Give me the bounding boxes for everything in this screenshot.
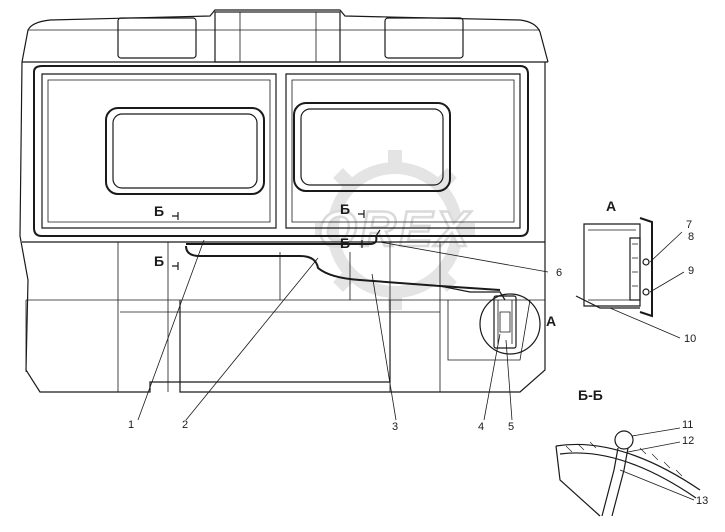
view-a-ref-label: А [546,313,556,329]
lamp-housing [493,295,517,349]
callout-2: 2 [182,419,188,431]
callout-5: 5 [508,421,514,433]
cab-rear-view [19,9,549,393]
section-b-label-1: Б [154,203,164,219]
callout-8: 8 [688,231,694,243]
callout-12: 12 [682,435,694,447]
section-view-bb: Б-Б 11 12 13 [555,387,708,517]
section-marks: Б Б Б Б А [154,201,556,329]
detail-a-title: А [606,198,616,214]
detail-view-a: А 7 8 9 10 [575,198,696,345]
section-b-label-4: Б [340,235,350,251]
section-bb-title: Б-Б [578,387,603,403]
watermark-logo: OREX [315,150,475,310]
callout-6: 6 [556,267,562,279]
callout-numbers: 1 2 3 4 5 6 [128,267,562,433]
section-b-label-2: Б [154,253,164,269]
callout-3: 3 [392,421,398,433]
callout-1: 1 [128,419,134,431]
detail-a-circle [479,293,541,355]
callout-13: 13 [696,495,708,507]
section-b-label-3: Б [340,201,350,217]
watermark-text: OREX [318,201,472,257]
callout-9: 9 [688,265,694,277]
leader-lines [137,239,549,421]
callout-10: 10 [684,333,696,345]
callout-11: 11 [682,419,693,431]
callout-4: 4 [478,421,484,433]
callout-7: 7 [686,219,692,231]
